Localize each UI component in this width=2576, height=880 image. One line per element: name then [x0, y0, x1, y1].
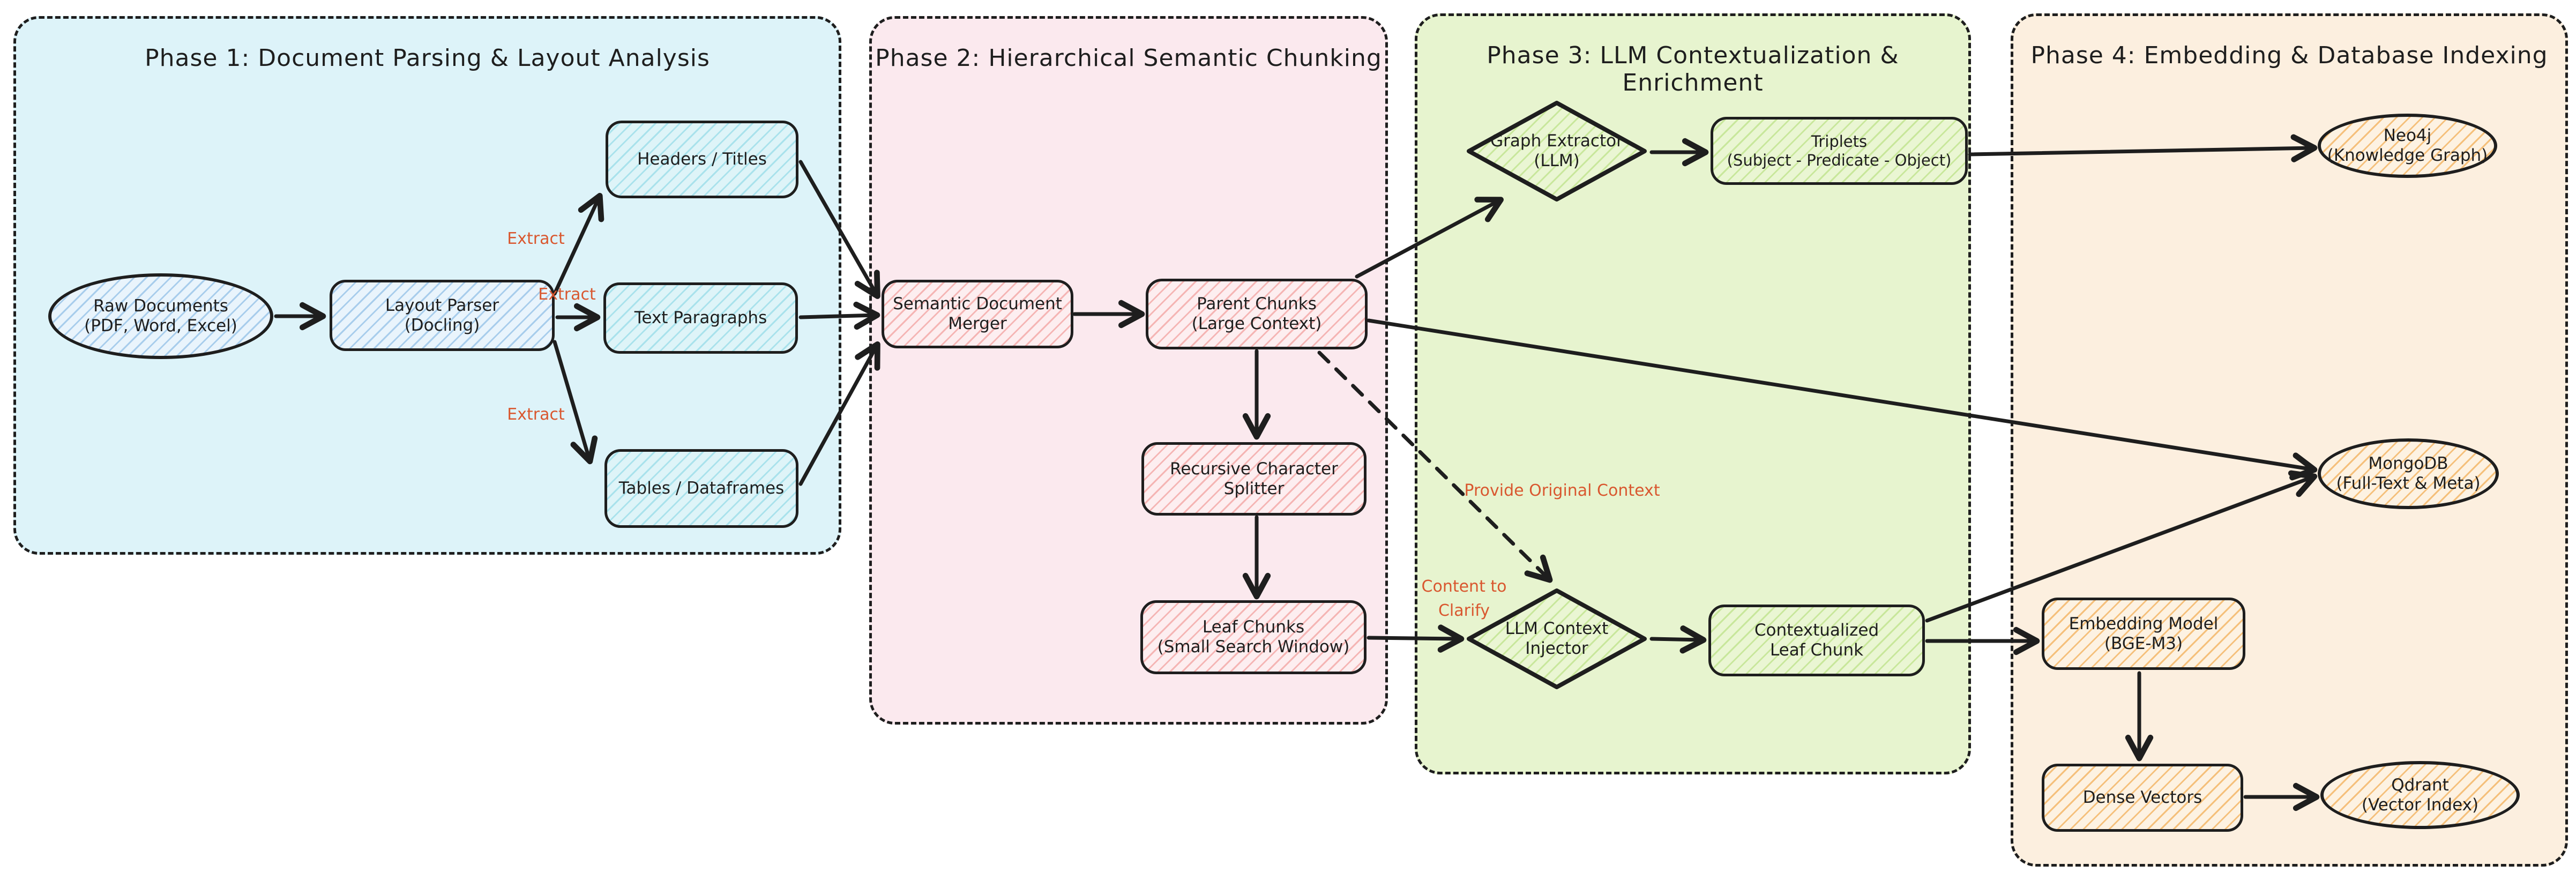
phase-3-title: Phase 3: LLM Contextualization & Enrichm…	[1487, 42, 1899, 96]
edge-label-extract-text: Extract	[538, 285, 596, 304]
edge-label-content-to-clarify: Content to Clarify	[1421, 577, 1507, 620]
node-leaf-chunks: Leaf Chunks (Small Search Window)	[1140, 600, 1367, 674]
node-semantic-document-merger: Semantic Document Merger	[882, 280, 1073, 348]
diamond-shape	[1467, 588, 1647, 689]
node-mongodb: MongoDB (Full-Text & Meta)	[2318, 438, 2499, 509]
node-layout-parser: Layout Parser (Docling)	[330, 280, 555, 351]
edge-label-extract-headers: Extract	[507, 229, 565, 248]
node-headers-titles: Headers / Titles	[606, 121, 798, 198]
edge-label-provide-original-context: Provide Original Context	[1464, 481, 1660, 500]
phase-1-title: Phase 1: Document Parsing & Layout Analy…	[145, 44, 710, 72]
node-tables-dataframes: Tables / Dataframes	[604, 449, 798, 528]
node-text-paragraphs: Text Paragraphs	[603, 282, 798, 354]
node-llm-context-injector: LLM Context Injector	[1466, 588, 1648, 690]
phase-2-title: Phase 2: Hierarchical Semantic Chunking	[875, 44, 1382, 72]
node-recursive-character-splitter: Recursive Character Splitter	[1141, 442, 1367, 516]
node-qdrant: Qdrant (Vector Index)	[2320, 761, 2520, 829]
node-contextualized-leaf-chunk: Contextualized Leaf Chunk	[1708, 605, 1925, 676]
node-neo4j: Neo4j (Knowledge Graph)	[2318, 114, 2497, 178]
node-embedding-model: Embedding Model (BGE-M3)	[2042, 598, 2245, 670]
diamond-shape	[1467, 101, 1647, 202]
node-dense-vectors: Dense Vectors	[2042, 764, 2243, 832]
node-graph-extractor: Graph Extractor (LLM)	[1466, 100, 1648, 202]
edge-label-extract-tables: Extract	[507, 405, 565, 424]
node-raw-documents: Raw Documents (PDF, Word, Excel)	[48, 273, 273, 359]
node-triplets: Triplets (Subject - Predicate - Object)	[1711, 117, 1968, 185]
phase-4-title: Phase 4: Embedding & Database Indexing	[2030, 42, 2548, 69]
node-parent-chunks: Parent Chunks (Large Context)	[1146, 279, 1368, 349]
